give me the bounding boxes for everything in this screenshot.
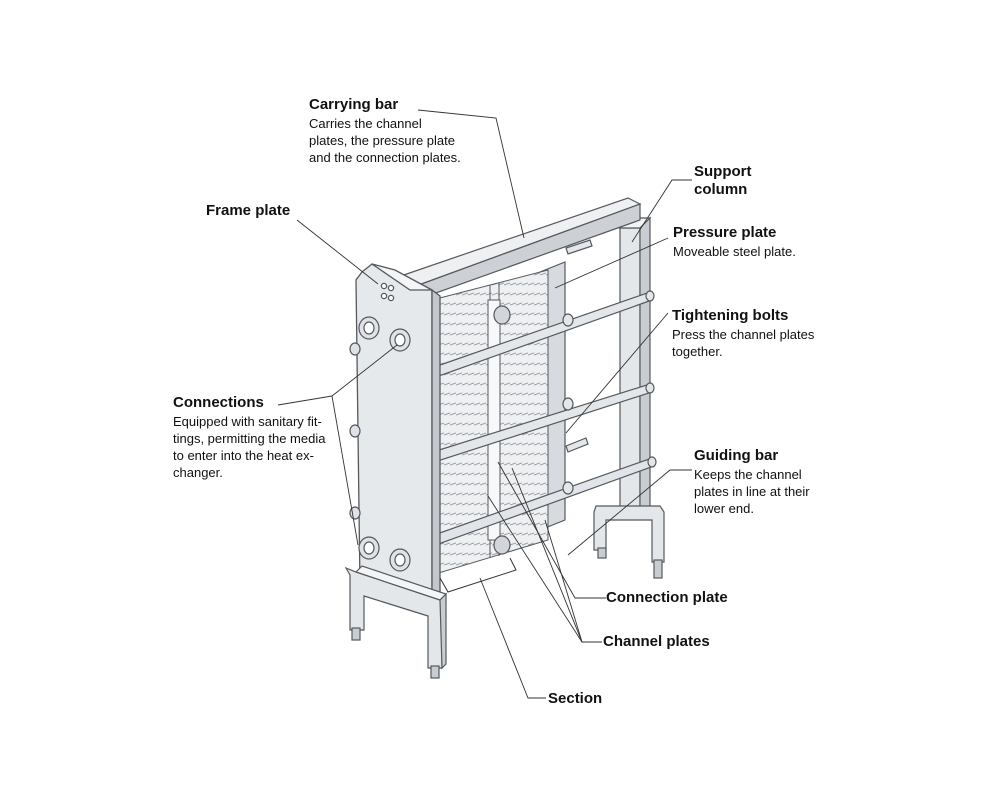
guiding-bar-title: Guiding bar <box>694 447 779 464</box>
channel-plates-title: Channel plates <box>603 633 710 650</box>
label-connection-plate: Connection plate <box>606 589 728 607</box>
label-carrying-bar: Carrying bar Carries the channel plates,… <box>309 96 461 166</box>
label-connections: Connections Equipped with sanitary fit- … <box>173 394 325 481</box>
label-tightening-bolts: Tightening bolts Press the channel plate… <box>672 307 814 360</box>
section-bracket <box>439 557 517 593</box>
pressure-plate-title: Pressure plate <box>673 224 777 241</box>
frame-plate-title: Frame plate <box>206 202 291 219</box>
label-guiding-bar: Guiding bar Keeps the channel plates in … <box>694 447 810 517</box>
carrying-bar-title: Carrying bar <box>309 96 399 113</box>
tightening-bolts-desc: Press the channel plates together. <box>672 327 815 359</box>
pressure-plate-desc: Moveable steel plate. <box>673 244 796 259</box>
label-channel-plates: Channel plates <box>603 633 710 651</box>
support-column-title: Support column <box>694 163 752 198</box>
frame-plate <box>355 263 441 593</box>
label-section: Section <box>548 690 602 708</box>
leader-lines <box>277 109 692 699</box>
front-stand <box>344 565 448 679</box>
guiding-bar-desc: Keeps the channel plates in line at thei… <box>694 467 810 516</box>
label-support-column: Support column <box>694 163 752 199</box>
tightening-bolts-title: Tightening bolts <box>672 307 789 324</box>
label-pressure-plate: Pressure plate Moveable steel plate. <box>673 224 796 260</box>
carrying-bar <box>393 197 642 305</box>
section-title: Section <box>548 690 603 707</box>
connection-plate <box>493 305 511 555</box>
connections-desc: Equipped with sanitary fit- tings, permi… <box>173 414 326 480</box>
connections-title: Connections <box>173 394 264 411</box>
connections <box>349 316 411 572</box>
label-frame-plate: Frame plate <box>206 202 290 220</box>
carrying-bar-desc: Carries the channel plates, the pressure… <box>309 116 461 165</box>
connection-plate-title: Connection plate <box>606 589 728 606</box>
